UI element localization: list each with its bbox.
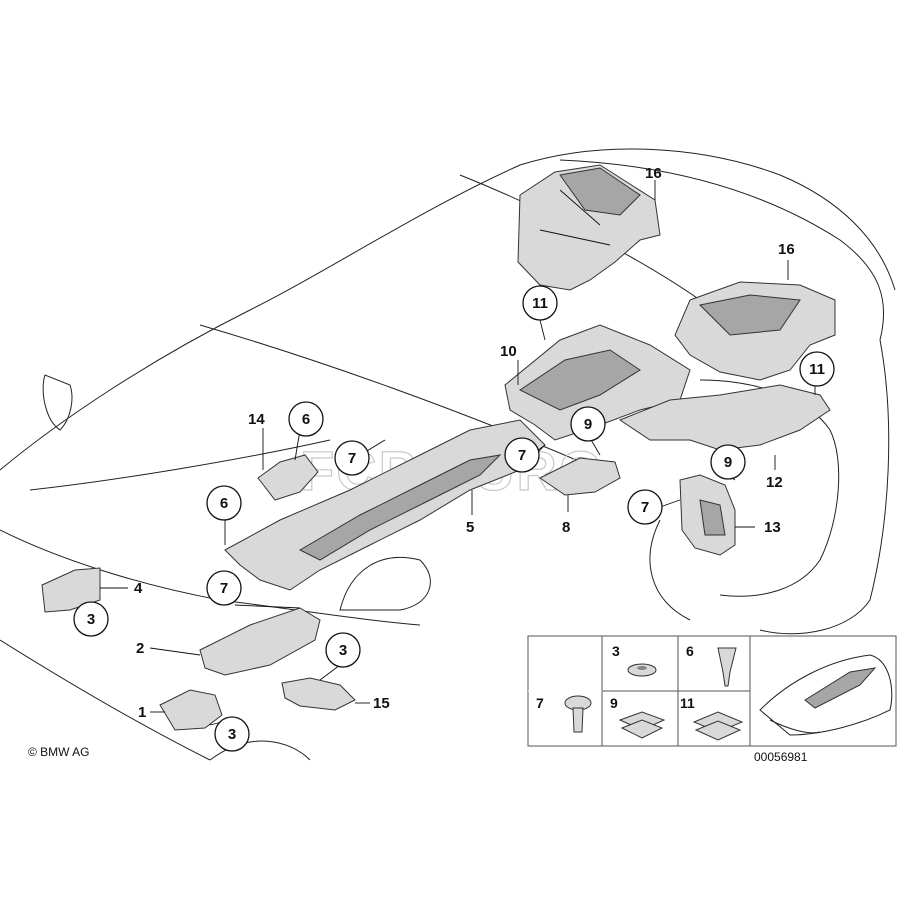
- expanding-rivet-icon: [717, 647, 737, 687]
- callout-circle: [799, 351, 835, 387]
- part-8: [539, 457, 621, 496]
- callout-15: 15: [373, 695, 390, 712]
- fastener-legend: 3 6 7 9 11: [527, 635, 897, 747]
- callout-circle: [522, 285, 558, 321]
- callout-11: 11: [809, 361, 825, 378]
- legend-label-3: 3: [612, 643, 620, 659]
- callout-3: 3: [339, 642, 347, 659]
- part-16-upper: [517, 164, 661, 291]
- callout-11: 11: [532, 295, 548, 312]
- callout-7: 7: [518, 447, 526, 464]
- callout-circle: [288, 401, 324, 437]
- callout-circle: [627, 489, 663, 525]
- callout-12: 12: [766, 474, 783, 491]
- callout-2: 2: [136, 640, 144, 657]
- callout-7: 7: [641, 499, 649, 516]
- callout-circle: [710, 444, 746, 480]
- callouts: 16 16 11 11 10 14 6 7 7 9 9 12 6 5 8 7 1…: [73, 165, 835, 752]
- legend-label-11: 11: [680, 695, 695, 711]
- callout-9: 9: [584, 416, 592, 433]
- car-thumbnail: [759, 654, 893, 736]
- legend-label-6: 6: [686, 643, 694, 659]
- callout-13: 13: [764, 519, 781, 536]
- callout-14: 14: [248, 411, 265, 428]
- callout-8: 8: [562, 519, 570, 536]
- callout-6: 6: [302, 411, 310, 428]
- part-13: [679, 474, 736, 556]
- copyright: © BMW AG: [28, 745, 90, 759]
- callout-10: 10: [500, 343, 517, 360]
- callout-circle: [206, 570, 242, 606]
- callout-4: 4: [134, 580, 143, 597]
- callout-circle: [73, 601, 109, 637]
- callout-7: 7: [348, 450, 356, 467]
- callout-circle: [570, 406, 606, 442]
- legend-label-7: 7: [536, 695, 544, 711]
- legend-label-9: 9: [610, 695, 618, 711]
- part-16-lower: [674, 281, 836, 381]
- part-2: [199, 607, 321, 676]
- callout-1: 1: [138, 704, 146, 721]
- callout-3: 3: [87, 611, 95, 628]
- callout-circle: [325, 632, 361, 668]
- callout-circle: [334, 440, 370, 476]
- part-14: [257, 454, 319, 501]
- callout-16: 16: [645, 165, 662, 182]
- part-15: [281, 677, 356, 711]
- callout-5: 5: [466, 519, 474, 536]
- callout-7: 7: [220, 580, 228, 597]
- part-12: [618, 384, 831, 451]
- callout-3: 3: [228, 726, 236, 743]
- callout-9: 9: [724, 454, 732, 471]
- callout-16: 16: [778, 241, 795, 258]
- part-4: [41, 567, 101, 613]
- callout-circle: [206, 485, 242, 521]
- callout-circle: [214, 716, 250, 752]
- callout-circle: [504, 437, 540, 473]
- part-5: [224, 419, 546, 591]
- callout-6: 6: [220, 495, 228, 512]
- diagram-number: 00056981: [754, 750, 808, 764]
- part-1: [159, 689, 223, 731]
